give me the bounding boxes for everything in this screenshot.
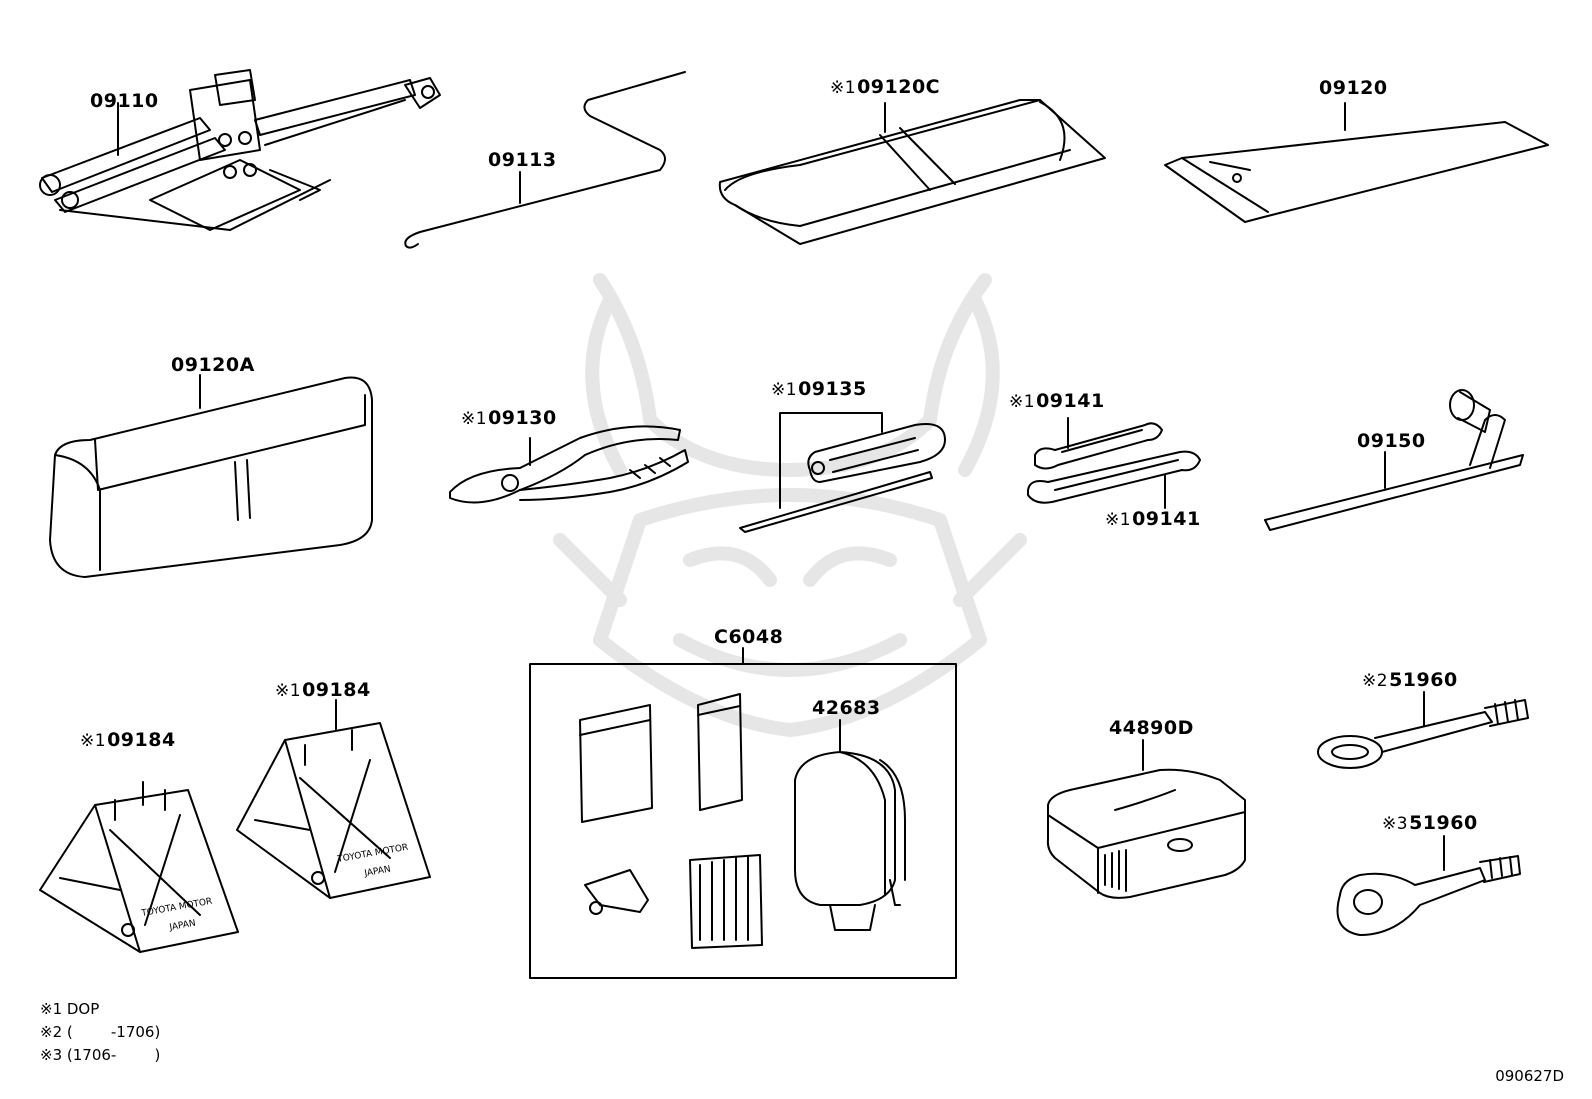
legend-item-2: ※2 ( -1706) — [40, 1023, 161, 1041]
tool-pouch-a — [49, 374, 373, 578]
label-09184-left: ※109184 — [80, 729, 176, 751]
label-09130: ※109130 — [461, 407, 557, 429]
tow-hook-2 — [1317, 691, 1529, 769]
legend-item-3: ※3 (1706- ) — [40, 1046, 161, 1064]
label-09135: ※109135 — [771, 378, 867, 400]
jack-handle-rod — [404, 71, 686, 249]
tow-hook-3 — [1336, 835, 1521, 936]
wheel-chock-left — [39, 781, 239, 953]
scissor-jack — [39, 69, 441, 231]
label-51960-3: ※351960 — [1382, 812, 1478, 834]
label-09141-top: ※109141 — [1009, 390, 1105, 412]
tool-bag — [1164, 102, 1549, 223]
wheel-chock-right — [236, 699, 431, 899]
label-51960-2: ※251960 — [1362, 669, 1458, 691]
lug-wrench — [1264, 389, 1524, 531]
chock-right-print-1: TOYOTA MOTOR — [336, 843, 409, 865]
label-09120: 09120 — [1319, 77, 1388, 99]
diagram-code: 090627D — [1495, 1067, 1564, 1085]
wrench-bottom — [1027, 450, 1201, 509]
label-44890d: 44890D — [1109, 717, 1194, 739]
screwdriver — [739, 412, 946, 533]
label-42683: 42683 — [812, 697, 881, 719]
sealant-bottle — [1046, 739, 1246, 899]
wrench-top — [1034, 417, 1163, 470]
chock-left-print-2: JAPAN — [168, 919, 197, 934]
label-09120c: ※109120C — [830, 76, 941, 98]
label-09150: 09150 — [1357, 430, 1426, 452]
label-c6048: C6048 — [714, 626, 784, 648]
legend-item-1: ※1 DOP — [40, 1000, 100, 1018]
label-09110: 09110 — [90, 90, 159, 112]
label-09120a: 09120A — [171, 354, 255, 376]
label-09184-right: ※109184 — [275, 679, 371, 701]
pliers — [449, 425, 689, 504]
repair-kit-box — [529, 647, 957, 979]
chock-right-print-2: JAPAN — [363, 865, 392, 880]
watermark-logo — [553, 273, 1027, 737]
chock-left-print-1: TOYOTA MOTOR — [140, 897, 213, 919]
legend: ※1 DOP ※2 ( -1706) ※3 (1706- ) — [40, 998, 160, 1067]
tool-bag-c — [718, 99, 1106, 245]
label-09113: 09113 — [488, 149, 557, 171]
label-09141-bottom: ※109141 — [1105, 508, 1201, 530]
